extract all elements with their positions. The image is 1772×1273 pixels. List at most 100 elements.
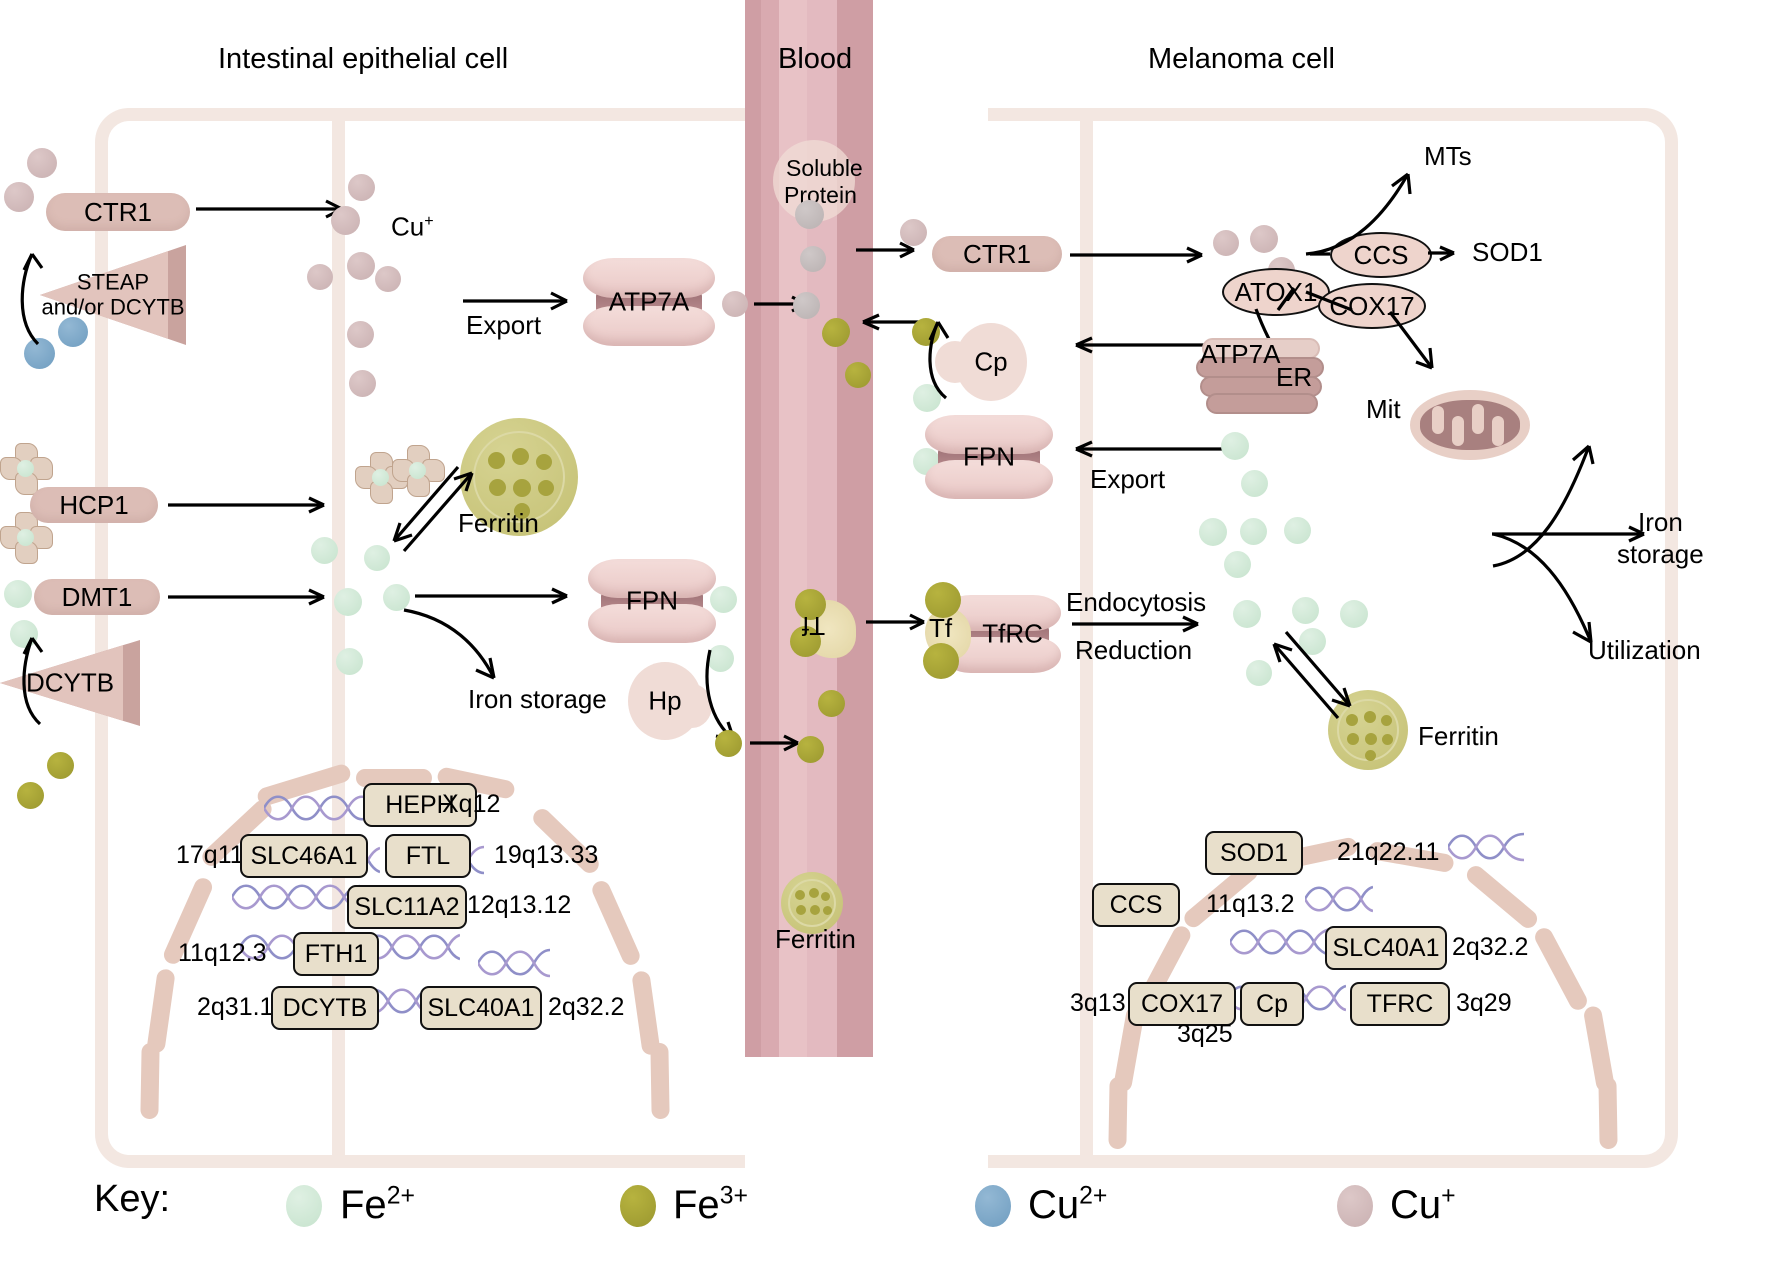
fe2-ion: [383, 584, 410, 611]
gene-box-heph[interactable]: HEPH: [363, 783, 477, 827]
fe2-ion: [311, 537, 338, 564]
locus-heph: Xq12: [442, 790, 501, 818]
heme-molecule: [392, 445, 445, 497]
export-label-melanoma: Export: [1090, 464, 1166, 494]
melanoma-cell-membrane: [988, 108, 1678, 1168]
gene-label: TFRC: [1366, 989, 1434, 1018]
gene-label: DCYTB: [282, 993, 368, 1022]
gene-box-slc46a1[interactable]: SLC46A1: [240, 834, 368, 878]
fe2-ion: [707, 645, 734, 672]
receptor-hcp1[interactable]: HCP1: [30, 487, 158, 523]
reduction-label: Reduction: [1075, 635, 1193, 665]
gene-box-tfrc[interactable]: TFRC: [1350, 982, 1450, 1026]
transferrin-label: Tf: [802, 610, 826, 641]
gene-label: CCS: [1109, 890, 1163, 919]
fe2-ion: [1292, 597, 1319, 624]
fe2-ion: [710, 586, 737, 613]
key-label-cu2: Cu2+: [1028, 1182, 1108, 1227]
chaperone-ccs[interactable]: CCS: [1330, 232, 1432, 278]
channel-tfrc[interactable]: TfRC: [943, 595, 1061, 673]
channel-fpn-intestinal[interactable]: FPN: [588, 559, 716, 643]
channel-label: FPN: [963, 441, 1015, 472]
gene-box-sod1[interactable]: SOD1: [1205, 831, 1303, 875]
receptor-label: CTR1: [963, 238, 1031, 269]
key-swatch-fe3: [620, 1185, 656, 1227]
locus-slc40a1: 2q32.2: [548, 993, 625, 1021]
utilization-label: Utilization: [1588, 635, 1701, 665]
dcytb-reductase[interactable]: DCYTB: [0, 640, 140, 726]
locus-sod1: 21q22.11: [1337, 838, 1440, 866]
fe2-ion: [1284, 517, 1311, 544]
iron-storage-arrow-intestinal: [403, 608, 496, 680]
dna-helix: [1448, 832, 1524, 862]
key-label-fe2: Fe2+: [340, 1182, 415, 1227]
gene-box-dcytb[interactable]: DCYTB: [271, 986, 379, 1030]
channel-lobe-bottom: [588, 604, 716, 643]
intestinal-apical-membrane: [332, 108, 345, 1168]
fe3-ion: [795, 589, 826, 620]
channel-fpn-melanoma[interactable]: FPN: [925, 415, 1053, 499]
receptor-label: HCP1: [59, 489, 129, 520]
gene-box-cox17[interactable]: COX17: [1128, 982, 1236, 1026]
channel-label: ATP7A: [608, 286, 690, 317]
sod1-label: SOD1: [1472, 237, 1543, 267]
cu1-ion: [795, 200, 824, 229]
gene-box-cp[interactable]: Cp: [1240, 982, 1304, 1026]
cu1-ion: [347, 252, 375, 280]
chaperone-label: CCS: [1353, 239, 1409, 270]
gene-label: FTH1: [304, 939, 368, 968]
gene-box-slc40a1[interactable]: SLC40A1: [420, 986, 542, 1030]
fe3-ion: [790, 626, 821, 657]
nucleus-dash: [140, 1042, 160, 1120]
heme-molecule: [0, 512, 53, 564]
er-label: ER: [1276, 362, 1313, 392]
receptor-dmt1[interactable]: DMT1: [34, 579, 160, 615]
fe2-ion: [10, 620, 38, 648]
cu1-ion: [331, 206, 360, 235]
fe2-ion: [4, 580, 32, 608]
gene-box-ftl[interactable]: FTL: [385, 834, 471, 878]
fe3-ion: [17, 782, 44, 809]
chaperone-atox1[interactable]: ATOX1: [1222, 268, 1330, 316]
fe-to-utilization-arrow: [1492, 532, 1593, 644]
nucleus-dash: [356, 769, 432, 787]
ferritin-exchange-arrows-melanoma: [1272, 630, 1352, 720]
fe-to-mito-arrow: [1492, 444, 1595, 568]
receptor-ctr1-intestinal[interactable]: CTR1: [46, 193, 190, 231]
ferritin-exchange-arrows: [392, 465, 474, 553]
gene-box-slc40a1-melanoma[interactable]: SLC40A1: [1325, 926, 1447, 970]
channel-atp7a-intestinal[interactable]: ATP7A: [583, 258, 715, 346]
chaperone-cox17[interactable]: COX17: [1318, 283, 1426, 329]
cu1-ion: [347, 321, 374, 348]
gene-box-ccs[interactable]: CCS: [1092, 883, 1180, 927]
tf-label-melanoma: Tf: [929, 613, 953, 643]
fe2-ion: [336, 648, 363, 675]
reductase-label: DCYTB: [25, 667, 115, 698]
fe2-ion: [1224, 551, 1251, 578]
fe3-ion: [818, 690, 845, 717]
cu1-ion: [1250, 225, 1278, 253]
fe2-ion: [372, 469, 389, 486]
cu1-ion: [27, 148, 57, 178]
cu1-ion: [307, 264, 333, 290]
atp7a-label-melanoma: ATP7A: [1200, 339, 1281, 369]
gene-box-slc11a2[interactable]: SLC11A2: [347, 885, 467, 929]
ferritin-label-blood: Ferritin: [775, 924, 856, 954]
gene-box-fth1[interactable]: FTH1: [293, 932, 379, 976]
fe2-ion: [17, 460, 34, 477]
steap-reduction-arrow: [20, 253, 44, 346]
endocytosis-label: Endocytosis: [1066, 587, 1207, 617]
melanoma-cell-title: Melanoma cell: [1148, 43, 1335, 75]
gene-label: SOD1: [1219, 838, 1289, 867]
locus-fth1: 11q12.3: [178, 939, 267, 967]
locus-ftl: 19q13.33: [494, 841, 599, 869]
receptor-ctr1-melanoma[interactable]: CTR1: [932, 236, 1062, 272]
fe3-ion: [925, 582, 961, 618]
dna-helix: [364, 933, 460, 961]
nucleus-dash: [1108, 1076, 1128, 1150]
endocytosis-arrow: [1072, 615, 1199, 633]
fe3-to-blood-arrow: [750, 734, 799, 752]
cu1-pool-label: Cu+: [391, 211, 434, 242]
mit-label: Mit: [1366, 394, 1401, 424]
